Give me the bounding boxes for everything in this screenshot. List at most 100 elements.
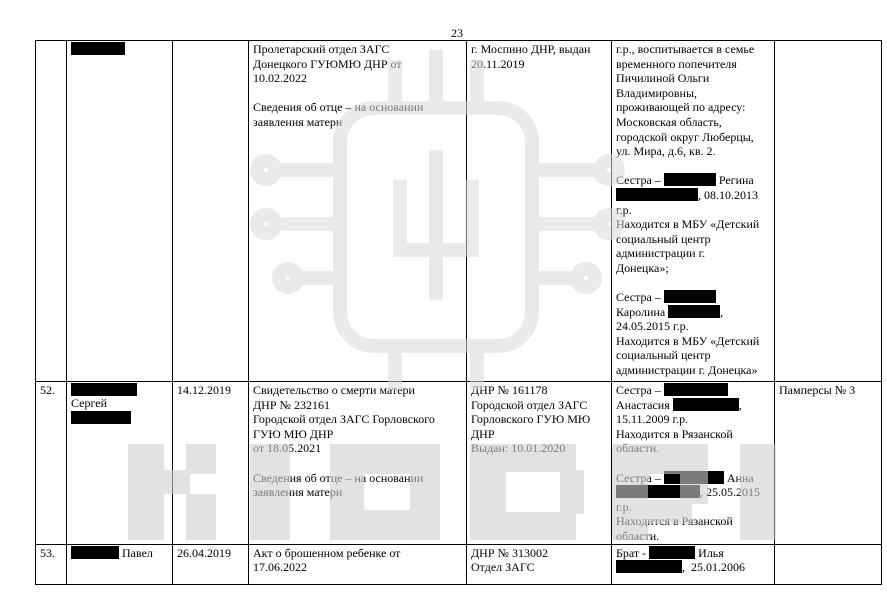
table-row: 53. Павел 26.04.2019 Акт о брошенном реб…: [35, 543, 882, 585]
birth-date-cell: 26.04.2019: [172, 543, 249, 585]
docs-line: Городской отдел ЗАГС Горловского: [253, 412, 435, 427]
place-line: Отдел ЗАГС: [471, 560, 535, 575]
relatives-line: , 25.01.2006: [616, 560, 770, 575]
relatives-line: Пичилиной Ольги: [616, 71, 710, 86]
redacted-block: [649, 545, 696, 559]
punctuation: ,: [682, 560, 685, 575]
docs-line: заявления матери: [253, 485, 343, 500]
redacted-block: [672, 397, 739, 411]
relatives-line: 24.05.2015 г.р.: [616, 319, 689, 334]
docs-line: заявления матери: [253, 114, 343, 129]
relatives-cell: г.р., воспитывается в семье временного п…: [611, 40, 775, 382]
relatives-line: временного попечителя: [616, 56, 737, 71]
relation-label: Брат -: [616, 545, 647, 560]
docs-line: Акт о брошенном ребенке от: [253, 545, 401, 560]
relatives-line: Каролина ,: [616, 304, 770, 320]
relative-name: Каролина: [616, 304, 666, 319]
child-name-line: Павел: [71, 545, 168, 561]
table-row: 52. Сергей 14.12.2019 Свидетельство о см…: [35, 381, 882, 545]
relatives-line: городской округ Люберцы,: [616, 129, 754, 144]
relatives-cell: Брат - Илья , 25.01.2006: [611, 543, 775, 585]
row-number-cell: [35, 40, 67, 382]
place-line: ДНР: [471, 426, 495, 441]
docs-line: ДНР № 232161: [253, 397, 330, 412]
row-number-cell: 52.: [35, 381, 67, 545]
place-cell: г. Моспино ДНР, выдан 20.11.2019: [466, 40, 612, 382]
place-line: 20.11.2019: [471, 56, 525, 71]
relatives-line: Находится в Рязанской: [616, 426, 733, 441]
relatives-line: 15.11.2009 г.р.: [616, 412, 689, 427]
redacted-block: [668, 304, 721, 318]
relative-birthdate: , 08.10.2013: [698, 187, 758, 202]
docs-line: 10.02.2022: [253, 71, 307, 86]
child-first-name: Павел: [122, 545, 153, 560]
relatives-line: г.р.: [616, 202, 632, 217]
redacted-block: [663, 173, 716, 187]
relatives-cell: Сестра – Анастасия , 15.11.2009 г.р. Нах…: [611, 381, 775, 545]
relative-name: Регина: [718, 173, 754, 188]
relatives-line: проживающей по адресу:: [616, 100, 746, 115]
child-name-cell: Сергей: [66, 381, 173, 545]
redacted-block: [663, 290, 716, 304]
child-name-cell: Павел: [66, 543, 173, 585]
relatives-line: , 25.05.2015: [616, 485, 770, 500]
docs-line: 17.06.2022: [253, 560, 307, 575]
relatives-line: ул. Мира, д.6, кв. 2.: [616, 144, 716, 159]
relatives-line: , 08.10.2013: [616, 187, 770, 203]
redacted-block: [616, 560, 682, 574]
place-cell: ДНР № 313002 Отдел ЗАГС: [466, 543, 612, 585]
table-row: Пролетарский отдел ЗАГС Донецкого ГУЮМЮ …: [35, 40, 882, 382]
place-line: ДНР № 161178: [471, 383, 548, 397]
redacted-block: [616, 187, 698, 201]
docs-line: Свидетельство о смерти матери: [253, 383, 415, 397]
relatives-line: социальный центр: [616, 231, 711, 246]
documents-cell: Пролетарский отдел ЗАГС Донецкого ГУЮМЮ …: [248, 40, 467, 382]
relatives-line: Находится в МБУ «Детский: [616, 217, 760, 232]
docs-line: от 18.05.2021: [253, 441, 322, 456]
redacted-block: [71, 42, 125, 55]
child-name-cell: [66, 40, 173, 382]
relatives-line: Находится в МБУ «Детский: [616, 333, 760, 348]
docs-line: Сведения об отце – на основании: [253, 100, 424, 115]
redacted-block: [663, 383, 728, 396]
docs-line: Пролетарский отдел ЗАГС: [253, 42, 390, 56]
child-first-name: Сергей: [71, 396, 107, 410]
relatives-line: Сестра –: [616, 290, 770, 305]
relatives-line: области.: [616, 528, 660, 543]
punctuation: ,: [720, 304, 724, 319]
relatives-line: Анастасия ,: [616, 397, 770, 413]
note-cell: Памперсы № 3: [774, 381, 882, 545]
docs-line: Донецкого ГУЮМЮ ДНР от: [253, 56, 402, 71]
relatives-line: г.р.: [616, 499, 632, 514]
punctuation: ,: [738, 397, 742, 412]
birth-date-cell: 14.12.2019: [172, 381, 249, 545]
relatives-line: г.р., воспитывается в семье: [616, 42, 755, 56]
place-line: г. Моспино ДНР, выдан: [471, 42, 591, 56]
relative-name: Анастасия: [616, 397, 670, 412]
documents-cell: Акт о брошенном ребенке от 17.06.2022: [248, 543, 467, 585]
relatives-line: Сестра –: [616, 383, 770, 398]
relative-name: Илья: [698, 545, 724, 560]
place-line: ДНР № 313002: [471, 545, 548, 560]
relative-name: Анна: [726, 470, 754, 485]
place-line: Выдан: 10.01.2020: [471, 441, 566, 456]
note-cell: [774, 40, 882, 382]
page-number: 23: [451, 26, 463, 40]
relatives-line: администрации г. Донецка»: [616, 363, 758, 378]
relatives-line: Донецка»;: [616, 260, 669, 275]
note-cell: [774, 543, 882, 585]
docs-line: ГУЮ МЮ ДНР: [253, 426, 334, 441]
redacted-block: [71, 545, 119, 559]
relation-label: Сестра –: [616, 470, 661, 485]
relative-birthdate: , 25.05.2015: [700, 485, 760, 500]
relative-birthdate: 25.01.2006: [691, 560, 745, 575]
docs-line: Сведения об отце – на основании: [253, 470, 424, 485]
place-cell: ДНР № 161178 Городской отдел ЗАГС Горлов…: [466, 381, 612, 545]
relatives-line: социальный центр: [616, 348, 711, 363]
relatives-line: Сестра – Анна: [616, 470, 770, 486]
redacted-block: [663, 470, 724, 484]
relatives-line: Владимировны,: [616, 85, 698, 100]
relation-label: Сестра –: [616, 173, 661, 188]
relatives-line: области.: [616, 441, 660, 456]
relation-label: Сестра –: [616, 383, 661, 397]
